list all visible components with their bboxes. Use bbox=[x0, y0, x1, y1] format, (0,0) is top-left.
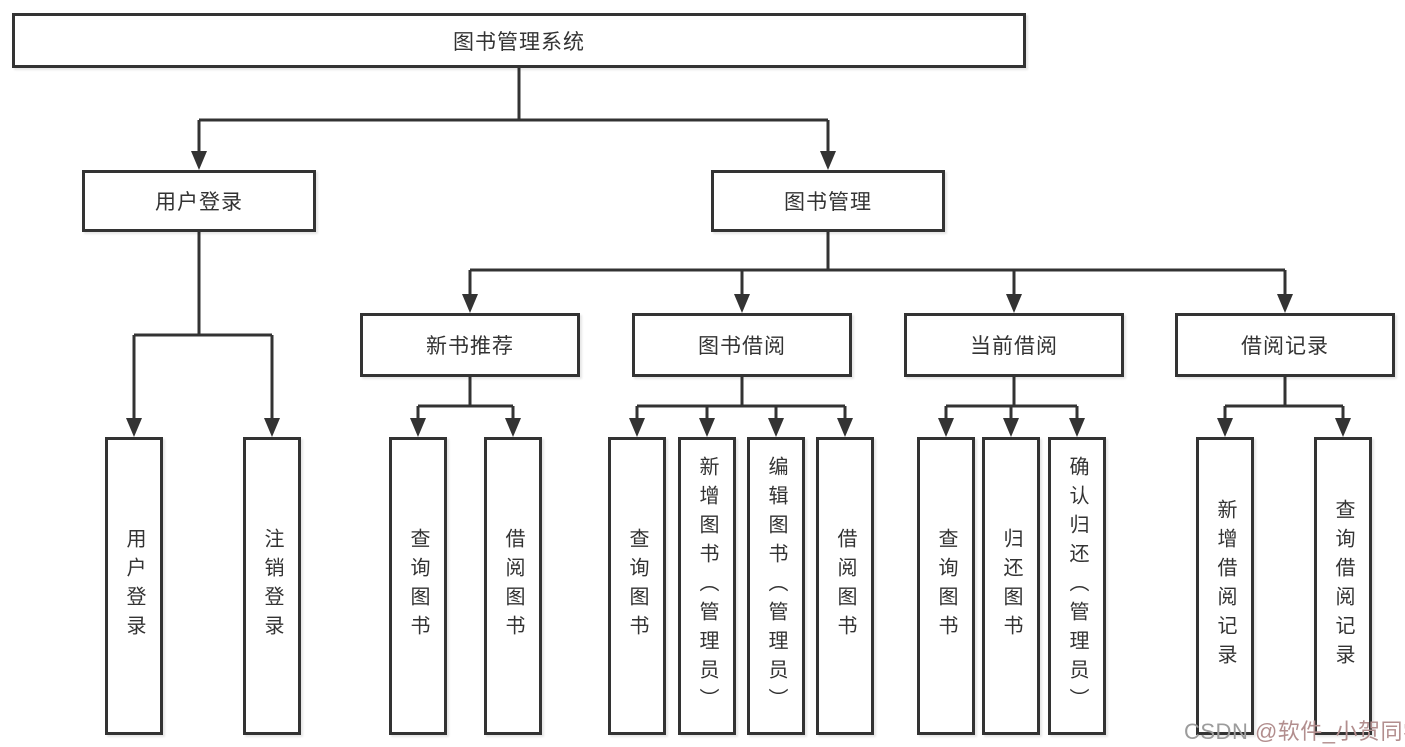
arrowhead-icon bbox=[1217, 418, 1233, 437]
arrowhead-icon bbox=[462, 294, 478, 313]
arrowhead-icon bbox=[1069, 418, 1085, 437]
node-cb-return-books-label: 归还图书 bbox=[1000, 528, 1022, 644]
node-cb-return-books: 归还图书 bbox=[982, 437, 1040, 735]
arrowhead-icon bbox=[699, 418, 715, 437]
node-bb-borrow-books: 借阅图书 bbox=[816, 437, 874, 735]
tree-edge-path bbox=[132, 68, 1345, 420]
node-user-login-module: 用户登录 bbox=[82, 170, 316, 232]
node-current-borrow: 当前借阅 bbox=[904, 313, 1124, 377]
node-bb-query-books-label: 查询图书 bbox=[626, 528, 648, 644]
csdn-watermark-prefix: CSDN bbox=[1184, 719, 1255, 744]
arrowhead-icon bbox=[837, 418, 853, 437]
node-br-query-record-label: 查询借阅记录 bbox=[1332, 499, 1354, 673]
node-logout-action-label: 注销登录 bbox=[261, 528, 283, 644]
node-cb-query-books-label: 查询图书 bbox=[935, 528, 957, 644]
node-root: 图书管理系统 bbox=[12, 13, 1026, 68]
node-bb-add-books-label: 新增图书（管理员） bbox=[696, 455, 718, 717]
node-cb-query-books: 查询图书 bbox=[917, 437, 975, 735]
node-br-add-record: 新增借阅记录 bbox=[1196, 437, 1254, 735]
node-borrow-records-label: 借阅记录 bbox=[1241, 335, 1329, 358]
arrowhead-icon bbox=[410, 418, 426, 437]
csdn-watermark-handle: @软件_小贺同学 bbox=[1254, 719, 1405, 744]
node-cb-confirm-return-label: 确认归还（管理员） bbox=[1066, 455, 1088, 717]
arrowhead-icon bbox=[938, 418, 954, 437]
node-user-login-module-label: 用户登录 bbox=[155, 191, 243, 214]
arrowhead-icon bbox=[734, 294, 750, 313]
arrowhead-icon bbox=[126, 418, 142, 437]
node-book-borrow-label: 图书借阅 bbox=[698, 335, 786, 358]
arrowhead-icon bbox=[1335, 418, 1351, 437]
node-user-login-action-label: 用户登录 bbox=[123, 528, 145, 644]
node-book-borrow: 图书借阅 bbox=[632, 313, 852, 377]
node-br-add-record-label: 新增借阅记录 bbox=[1214, 499, 1236, 673]
node-new-books-label: 新书推荐 bbox=[426, 335, 514, 358]
node-bb-borrow-books-label: 借阅图书 bbox=[834, 528, 856, 644]
arrowhead-icon bbox=[264, 418, 280, 437]
node-bb-add-books: 新增图书（管理员） bbox=[678, 437, 736, 735]
node-nb-borrow-books-label: 借阅图书 bbox=[502, 528, 524, 644]
node-root-label: 图书管理系统 bbox=[453, 30, 585, 54]
node-bb-query-books: 查询图书 bbox=[608, 437, 666, 735]
node-nb-query-books: 查询图书 bbox=[389, 437, 447, 735]
node-book-mgmt-module: 图书管理 bbox=[711, 170, 945, 232]
node-nb-query-books-label: 查询图书 bbox=[407, 528, 429, 644]
arrowhead-icon bbox=[820, 151, 836, 170]
node-logout-action: 注销登录 bbox=[243, 437, 301, 735]
node-user-login-action: 用户登录 bbox=[105, 437, 163, 735]
arrowhead-icon bbox=[505, 418, 521, 437]
node-cb-confirm-return: 确认归还（管理员） bbox=[1048, 437, 1106, 735]
node-borrow-records: 借阅记录 bbox=[1175, 313, 1395, 377]
arrowhead-icon bbox=[1277, 294, 1293, 313]
node-new-books: 新书推荐 bbox=[360, 313, 580, 377]
arrowhead-icon bbox=[1003, 418, 1019, 437]
arrowhead-icon bbox=[1006, 294, 1022, 313]
arrowhead-icon bbox=[768, 418, 784, 437]
node-current-borrow-label: 当前借阅 bbox=[970, 335, 1058, 358]
node-bb-edit-books-label: 编辑图书（管理员） bbox=[765, 455, 787, 717]
node-book-mgmt-module-label: 图书管理 bbox=[784, 191, 872, 214]
node-nb-borrow-books: 借阅图书 bbox=[484, 437, 542, 735]
node-bb-edit-books: 编辑图书（管理员） bbox=[747, 437, 805, 735]
node-br-query-record: 查询借阅记录 bbox=[1314, 437, 1372, 735]
csdn-watermark: CSDN @软件_小贺同学 bbox=[1184, 714, 1405, 746]
arrowhead-icon bbox=[629, 418, 645, 437]
arrowhead-icon bbox=[191, 151, 207, 170]
